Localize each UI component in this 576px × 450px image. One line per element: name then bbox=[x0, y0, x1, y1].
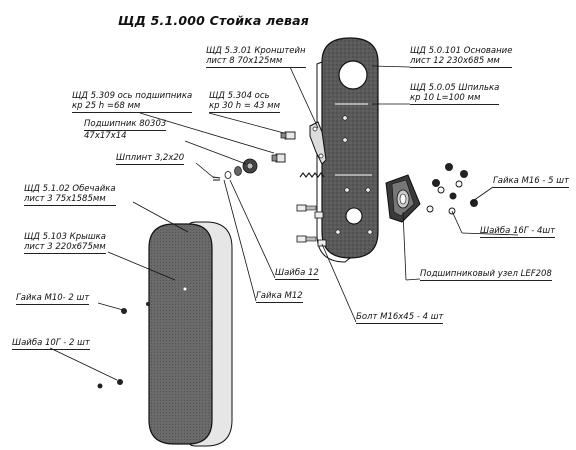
label-bracket-name: ЩД 5.3.01 Кронштейн bbox=[206, 46, 306, 56]
bearing bbox=[224, 158, 258, 179]
label-bracket: ЩД 5.3.01 Кронштейн лист 8 70x125мм bbox=[206, 46, 306, 68]
bolts-m16 bbox=[296, 204, 327, 247]
washer-10 bbox=[117, 379, 123, 385]
drawing-title: ЩД 5.1.000 Стойка левая bbox=[118, 13, 310, 28]
bracket bbox=[309, 121, 327, 165]
label-base-name: ЩД 5.0.101 Основание bbox=[410, 46, 513, 56]
label-washer-16: Шайба 16Г - 4шт bbox=[480, 226, 556, 238]
base-plate-hole bbox=[338, 60, 368, 90]
label-washer-12: Шайба 12 bbox=[275, 268, 319, 280]
label-stud-name: ЩД 5.0.05 Шпилька bbox=[410, 83, 500, 93]
label-nut-m10: Гайка М10- 2 шт bbox=[16, 293, 90, 305]
label-shell-spec: лист 3 75x1585мм bbox=[24, 194, 116, 206]
label-bearing-axle-spec: кр 25 h =68 мм bbox=[72, 101, 193, 113]
bearing-unit bbox=[385, 174, 421, 223]
cover-shell bbox=[148, 221, 233, 447]
label-cotter-pin: Шплинт 3,2x20 bbox=[116, 153, 185, 165]
label-stud: ЩД 5.0.05 Шпилька кр 10 L=100 мм bbox=[410, 83, 500, 105]
washers-16 bbox=[426, 180, 463, 215]
label-base: ЩД 5.0.101 Основание лист 12 230x685 мм bbox=[410, 46, 513, 68]
bearing-axle-bolt bbox=[271, 153, 286, 163]
label-bearing-spec: 47x17x14 bbox=[84, 131, 127, 141]
cotter-pin bbox=[212, 176, 221, 181]
label-cover-spec: лист 3 220x675мм bbox=[24, 242, 106, 254]
label-bearing-name: Подшипник 80303 bbox=[84, 119, 167, 131]
leader-lines bbox=[49, 65, 519, 381]
label-stud-spec: кр 10 L=100 мм bbox=[410, 93, 500, 105]
label-bearing-axle: ЩД 5.309 ось подшипника кр 25 h =68 мм bbox=[72, 91, 193, 113]
label-bearing: Подшипник 80303 47x17x14 bbox=[84, 119, 167, 141]
label-shell: ЩД 5.1.02 Обечайка лист 3 75x1585мм bbox=[24, 184, 116, 206]
label-axle-spec: кр 30 h = 43 мм bbox=[209, 101, 281, 113]
label-base-spec: лист 12 230x685 мм bbox=[410, 56, 513, 68]
label-cover: ЩД 5.103 Крышка лист 3 220x675мм bbox=[24, 232, 106, 254]
label-bolt: Болт М16x45 - 4 шт bbox=[356, 312, 444, 324]
base-plate bbox=[316, 37, 379, 263]
label-cover-name: ЩД 5.103 Крышка bbox=[24, 232, 106, 242]
label-bracket-spec: лист 8 70x125мм bbox=[206, 56, 306, 68]
label-bearing-axle-name: ЩД 5.309 ось подшипника bbox=[72, 91, 193, 101]
label-axle-name: ЩД 5.304 ось bbox=[209, 91, 270, 101]
spring bbox=[299, 172, 325, 178]
label-nut-m12: Гайка М12 bbox=[256, 291, 303, 303]
label-nut-m16: Гайка М16 - 5 шт bbox=[493, 176, 569, 188]
nut-m10 bbox=[121, 308, 127, 314]
label-bearing-unit: Подшипниковый узел LEF208 bbox=[420, 269, 552, 281]
washer-10 bbox=[97, 383, 103, 389]
label-shell-name: ЩД 5.1.02 Обечайка bbox=[24, 184, 116, 194]
label-washer-10: Шайба 10Г - 2 шт bbox=[12, 338, 90, 350]
base-plate-lower-hole bbox=[345, 207, 363, 225]
nut-m10 bbox=[146, 302, 150, 306]
label-axle: ЩД 5.304 ось кр 30 h = 43 мм bbox=[209, 91, 281, 113]
nuts-m16 bbox=[432, 163, 478, 207]
